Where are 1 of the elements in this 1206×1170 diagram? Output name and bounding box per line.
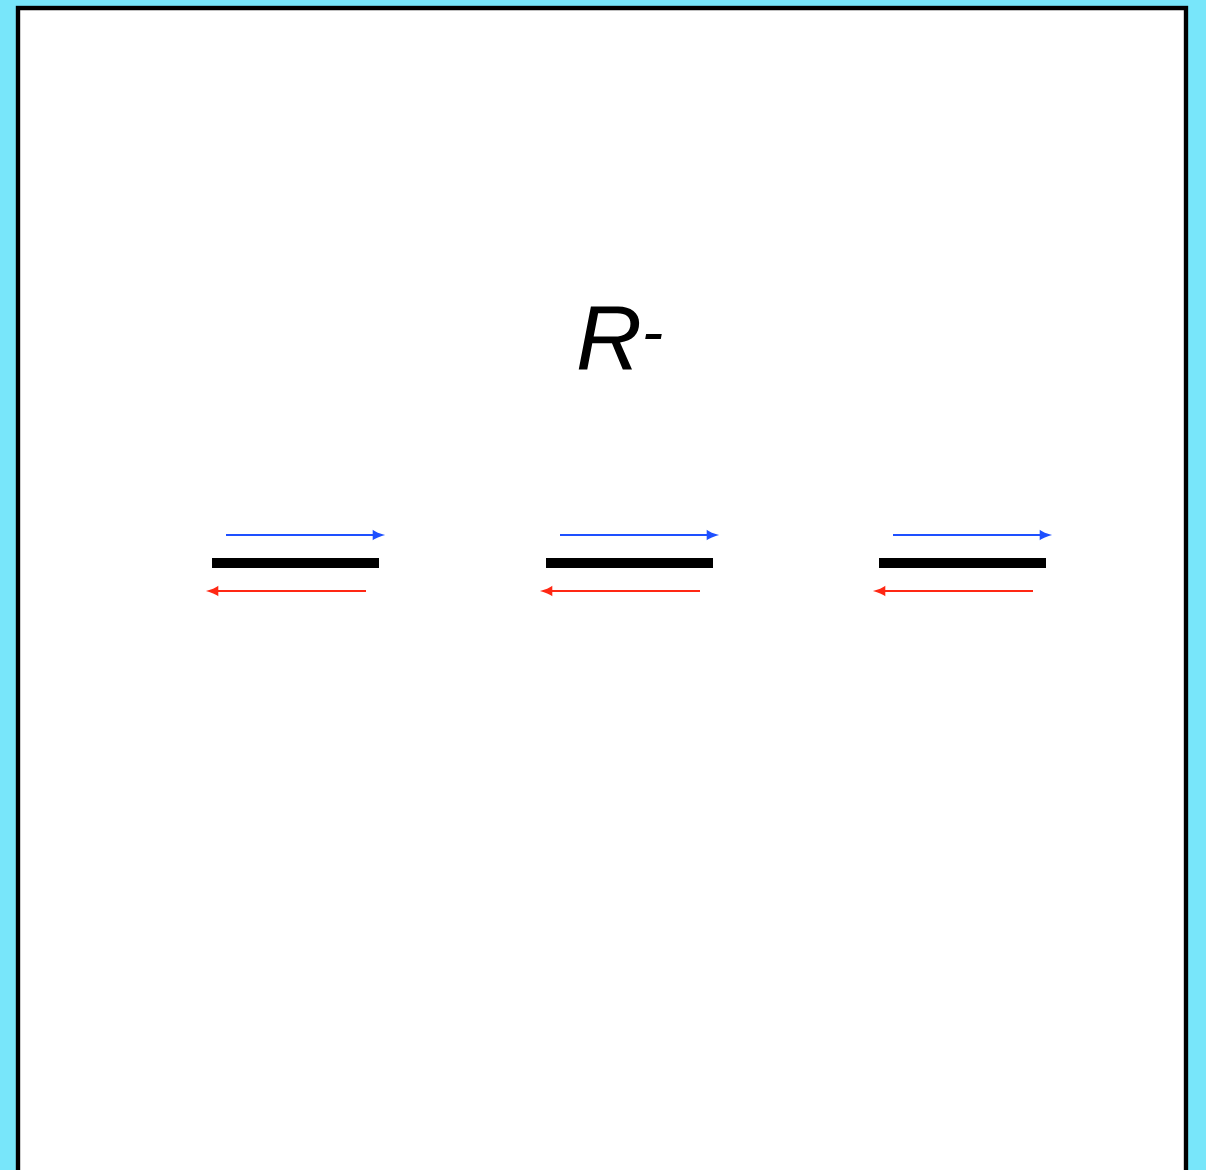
label: R$^{-}$: [578, 306, 662, 370]
